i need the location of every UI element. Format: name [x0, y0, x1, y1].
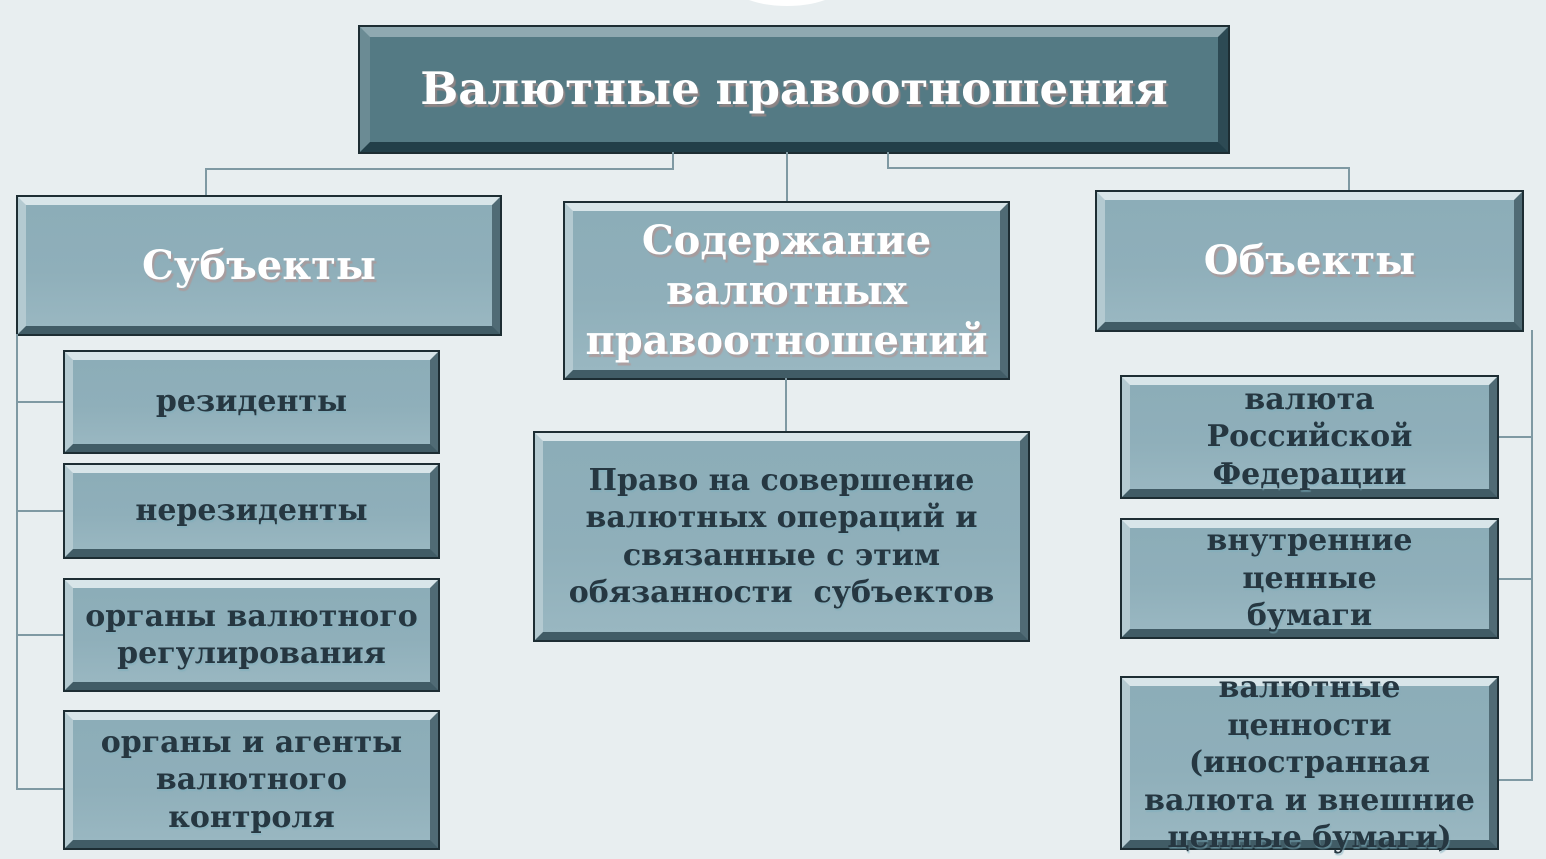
node-domestic-securities-label: внутренние ценные бумаги	[1206, 523, 1413, 634]
node-currency-control-bodies-label: органы и агенты валютного контроля	[100, 724, 403, 835]
node-content-label: Содержание валютных правоотношений	[585, 216, 988, 364]
connector-content-drop	[785, 378, 787, 433]
connector-right-stub-3	[1497, 779, 1532, 781]
node-domestic-securities: внутренние ценные бумаги	[1122, 520, 1497, 637]
node-root: Валютные правоотношения	[360, 27, 1228, 152]
connector-right-stub-2	[1497, 578, 1532, 580]
connector-root-right-horizontal	[887, 167, 1350, 169]
node-currency-control-bodies: органы и агенты валютного контроля	[65, 712, 438, 848]
node-currency-regulation-bodies-label: органы валютного регулирования	[85, 598, 418, 672]
node-objects-label: Объекты	[1203, 237, 1416, 284]
decorative-arc	[735, 0, 839, 6]
node-subjects-header: Субъекты	[18, 197, 500, 334]
connector-root-right-drop	[887, 152, 889, 168]
node-nonresidents: нерезиденты	[65, 465, 438, 557]
node-currency-regulation-bodies: органы валютного регулирования	[65, 580, 438, 690]
node-currency-values-label: валютные ценности (иностранная валюта и …	[1144, 670, 1475, 856]
node-right-to-operations-label: Право на совершение валютных операций и …	[568, 462, 995, 611]
node-residents-label: резиденты	[155, 384, 348, 420]
connector-root-left-drop	[672, 152, 674, 169]
connector-left-stub-4	[16, 788, 65, 790]
connector-root-middle-drop	[786, 152, 788, 203]
node-right-to-operations: Право на совершение валютных операций и …	[535, 433, 1028, 640]
node-objects-header: Объекты	[1097, 192, 1522, 330]
node-rf-currency: валюта Российской Федерации	[1122, 377, 1497, 497]
connector-left-stub-1	[16, 401, 65, 403]
node-rf-currency-label: валюта Российской Федерации	[1206, 381, 1413, 492]
connector-right-rail	[1531, 330, 1533, 781]
node-content-header: Содержание валютных правоотношений	[565, 203, 1008, 378]
connector-left-rail	[16, 334, 18, 790]
node-residents: резиденты	[65, 352, 438, 452]
connector-left-branch-drop	[205, 168, 207, 197]
node-currency-values: валютные ценности (иностранная валюта и …	[1122, 670, 1497, 855]
connector-right-branch-drop	[1348, 167, 1350, 192]
connector-right-stub-1	[1497, 436, 1532, 438]
node-subjects-label: Субъекты	[141, 241, 377, 289]
node-nonresidents-label: нерезиденты	[135, 493, 368, 529]
node-root-label: Валютные правоотношения	[420, 62, 1168, 116]
connector-root-left-horizontal	[205, 168, 674, 170]
connector-left-stub-3	[16, 634, 65, 636]
connector-left-stub-2	[16, 510, 65, 512]
